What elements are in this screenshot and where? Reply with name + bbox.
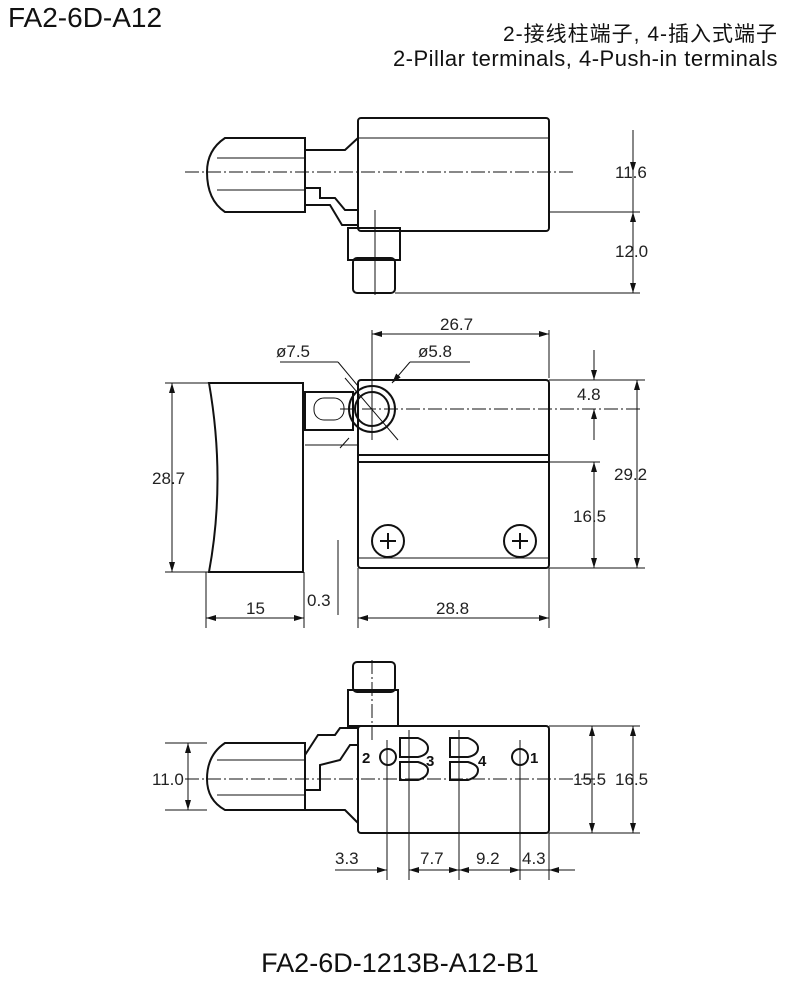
dim-28-8: 28.8 xyxy=(436,599,469,618)
dim-15-5: 15.5 xyxy=(573,770,606,789)
dim-28-7: 28.7 xyxy=(152,469,185,488)
dim-0-3: 0.3 xyxy=(307,591,331,610)
drawing-title: FA2-6D-A12 xyxy=(8,2,163,33)
dim-4-8: 4.8 xyxy=(577,385,601,404)
subtitle-chinese: 2-接线柱端子, 4-插入式端子 xyxy=(502,23,778,46)
dim-4-3: 4.3 xyxy=(522,849,546,868)
bottom-view: 2 3 4 1 3.3 7.7 9.2 4.3 15.5 16.5 11.0 xyxy=(152,660,648,880)
terminal-label-4: 4 xyxy=(478,753,487,770)
terminal-label-3: 3 xyxy=(426,753,434,770)
dim-dia-7-5: ø7.5 xyxy=(276,342,310,361)
dim-9-2: 9.2 xyxy=(476,849,500,868)
screw-icon xyxy=(503,524,537,558)
dim-7-7: 7.7 xyxy=(420,849,444,868)
dim-3-3: 3.3 xyxy=(335,849,359,868)
dim-29-2: 29.2 xyxy=(614,465,647,484)
model-number: FA2-6D-1213B-A12-B1 xyxy=(261,948,539,978)
terminal-label-2: 2 xyxy=(362,750,370,767)
terminal-label-1: 1 xyxy=(530,750,538,767)
dim-15: 15 xyxy=(246,599,265,618)
dim-12-0: 12.0 xyxy=(615,242,648,261)
dim-11-0: 11.0 xyxy=(152,770,184,789)
screw-icon xyxy=(371,524,405,558)
dim-26-7: 26.7 xyxy=(440,315,473,334)
side-view: 11.6 12.0 xyxy=(185,117,648,295)
front-view: ø7.5 ø5.8 26.7 29.2 4.8 16.5 28.7 15 0.3… xyxy=(152,315,647,628)
dim-11-6: 11.6 xyxy=(615,163,647,182)
dim-dia-5-8: ø5.8 xyxy=(418,342,452,361)
dim-16-5: 16.5 xyxy=(573,507,606,526)
dim-16-5-bottom: 16.5 xyxy=(615,770,648,789)
subtitle-english: 2-Pillar terminals, 4-Push-in terminals xyxy=(392,46,778,71)
